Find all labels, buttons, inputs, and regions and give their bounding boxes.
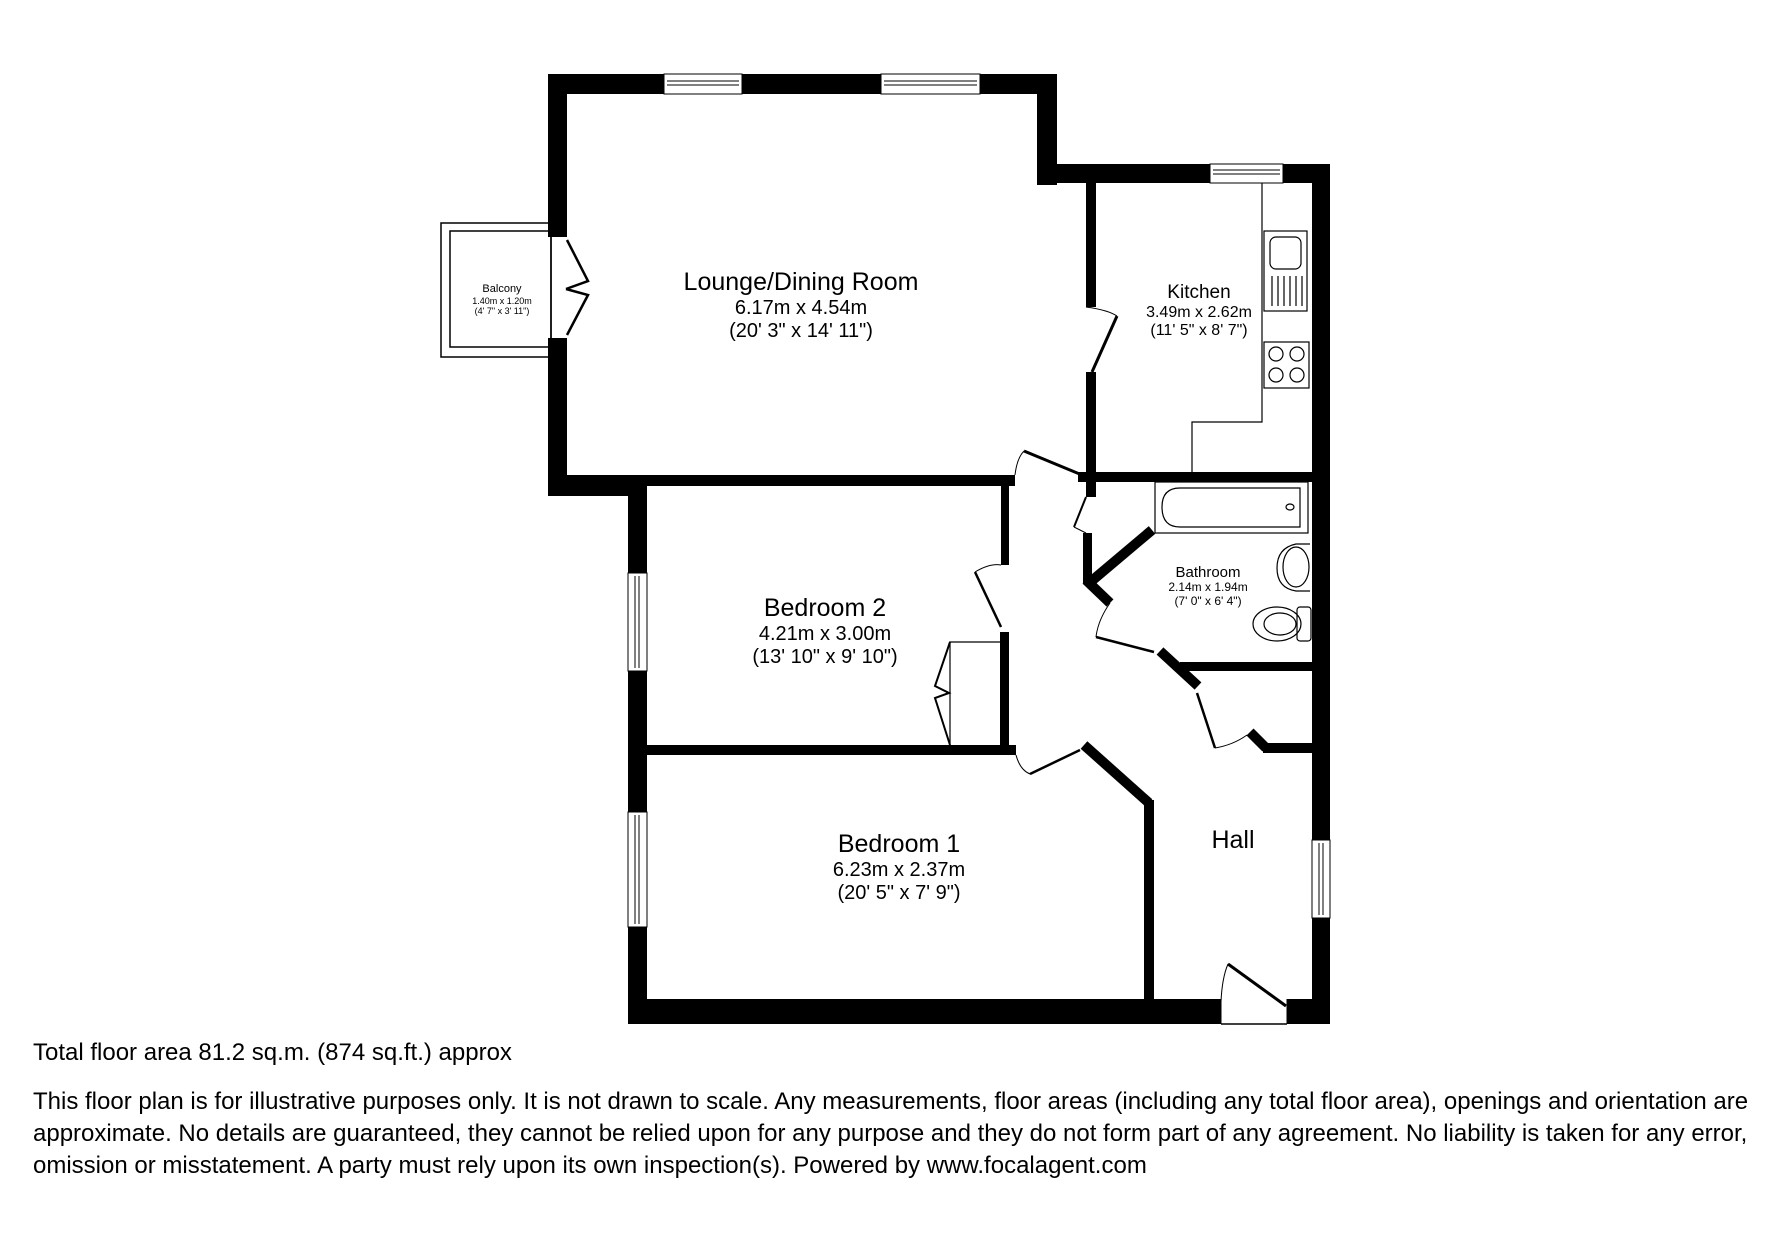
room-dimensions-metric: 6.17m x 4.54m — [734, 296, 868, 319]
disclaimer-text: This floor plan is for illustrative purp… — [33, 1088, 1749, 1179]
room-dimensions-imperial: (20' 3" x 14' 11") — [729, 319, 873, 342]
room-dimensions-imperial: (4' 7" x 3' 11") — [474, 305, 530, 316]
room-name: Hall — [1211, 826, 1255, 854]
hob — [1263, 341, 1310, 389]
room-dimensions-imperial: (20' 5" x 7' 9") — [837, 881, 961, 904]
room-dimensions-imperial: (11' 5" x 8' 7") — [1150, 322, 1248, 340]
room-label-bedroom2: Bedroom 2 4.21m x 3.00m (13' 10" x 9' 10… — [752, 594, 897, 669]
room-label-bedroom1: Bedroom 1 6.23m x 2.37m (20' 5" x 7' 9") — [833, 830, 965, 905]
room-label-lounge: Lounge/Dining Room 6.17m x 4.54m (20' 3"… — [684, 268, 919, 343]
total-floor-area: Total floor area 81.2 sq.m. (874 sq.ft.)… — [33, 1039, 512, 1066]
basin — [1276, 543, 1310, 592]
room-name: Bedroom 1 — [837, 830, 961, 858]
room-dimensions-metric: 1.40m x 1.20m — [472, 295, 532, 306]
room-dimensions-metric: 2.14m x 1.94m — [1168, 580, 1248, 595]
windows — [627, 73, 1331, 928]
room-label-balcony: Balcony 1.40m x 1.20m (4' 7" x 3' 11") — [472, 283, 532, 316]
room-label-bathroom: Bathroom 2.14m x 1.94m (7' 0" x 6' 4") — [1168, 564, 1247, 609]
walls — [548, 74, 1330, 1024]
room-name: Kitchen — [1167, 282, 1231, 303]
room-name: Bedroom 2 — [763, 594, 887, 622]
room-name: Bathroom — [1175, 564, 1241, 581]
toilet-bowl — [1252, 606, 1302, 642]
sink — [1263, 230, 1308, 312]
bathroom-fixtures — [1154, 481, 1312, 642]
wardrobe — [933, 641, 1000, 746]
toilet-cistern — [1296, 606, 1312, 642]
room-label-kitchen: Kitchen 3.49m x 2.62m (11' 5" x 8' 7") — [1146, 282, 1252, 341]
angled-walls — [1080, 526, 1270, 807]
kitchen-fixtures — [1191, 183, 1310, 472]
room-name: Balcony — [482, 283, 522, 295]
room-dimensions-metric: 3.49m x 2.62m — [1146, 303, 1252, 321]
room-dimensions-metric: 4.21m x 3.00m — [758, 622, 892, 645]
room-dimensions-metric: 6.23m x 2.37m — [832, 858, 966, 881]
worktop-outline — [1191, 183, 1263, 472]
room-dimensions-imperial: (13' 10" x 9' 10") — [752, 645, 898, 668]
room-dimensions-imperial: (7' 0" x 6' 4") — [1174, 594, 1242, 609]
room-label-hall: Hall — [1211, 826, 1254, 855]
balcony — [440, 222, 552, 358]
doors — [565, 239, 1288, 1025]
room-name: Lounge/Dining Room — [683, 268, 919, 296]
bathtub — [1154, 481, 1309, 534]
